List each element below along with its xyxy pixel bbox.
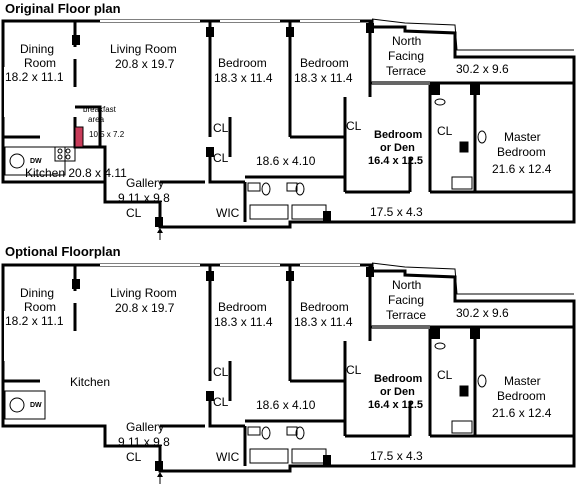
- dining-room-dims: 18.2 x 11.1: [5, 314, 64, 328]
- entrance-arrow-icon: [157, 228, 163, 240]
- closet-label-5: CL: [126, 450, 142, 464]
- original-floor-plan-title: Original Floor plan: [5, 1, 121, 16]
- dishwasher-label: DW: [30, 158, 42, 165]
- closet-label-1: CL: [213, 365, 229, 379]
- gallery-dims: 9.11 x 9.8: [118, 435, 170, 449]
- gallery-dims: 9.11 x 9.8: [118, 191, 170, 205]
- terrace-dims: 30.2 x 9.6: [456, 306, 509, 320]
- master-bedroom-label-1: Master: [504, 374, 541, 388]
- optional-floor-plan: DW Dining Room 18.2 x 11.1 Living Room 2…: [1, 262, 576, 484]
- terrace-label-2: Facing: [388, 293, 424, 307]
- bedroom-1-label: Bedroom: [218, 300, 267, 314]
- master-bedroom-dims: 21.6 x 12.4: [492, 406, 552, 420]
- bedroom-2-label: Bedroom: [300, 56, 349, 70]
- walls: [1, 263, 576, 473]
- bedroom-1-label: Bedroom: [218, 56, 267, 70]
- den-label-1: Bedroom: [374, 129, 423, 141]
- hallway-dims: 18.6 x 4.10: [256, 154, 316, 168]
- living-room-label: Living Room: [110, 42, 177, 56]
- gallery-label: Gallery: [126, 420, 164, 434]
- closet-label-2: CL: [213, 151, 229, 165]
- original-floor-plan: DW Dining Room 18.2 x 11.1 Living Room 2…: [1, 18, 576, 240]
- entrance-arrow-icon: [157, 472, 163, 484]
- terrace-railing: [371, 18, 574, 85]
- breakfast-area-label-1: breakfast: [83, 105, 117, 114]
- hallway-dims: 18.6 x 4.10: [256, 398, 316, 412]
- den-label-2: or Den: [380, 386, 415, 398]
- terrace-label-2: Facing: [388, 49, 424, 63]
- terrace-label-1: North: [392, 34, 421, 48]
- dining-room-label-2: Room: [24, 300, 56, 314]
- terrace-label-1: North: [392, 278, 421, 292]
- bathroom-fixtures: [247, 98, 487, 220]
- terrace-label-3: Terrace: [386, 64, 426, 78]
- closet-label-3: CL: [346, 119, 362, 133]
- closet-label-3: CL: [346, 363, 362, 377]
- kitchen-label: Kitchen 20.8 x 4.11: [25, 166, 127, 180]
- den-label-2: or Den: [380, 142, 415, 154]
- corridor-dims: 17.5 x 4.3: [370, 449, 423, 463]
- dining-room-label-2: Room: [24, 56, 56, 70]
- bathroom-fixtures: [247, 342, 487, 464]
- windows: [4, 20, 360, 117]
- breakfast-area-label-2: area: [88, 115, 105, 124]
- dining-room-dims: 18.2 x 11.1: [5, 70, 64, 84]
- master-bedroom-dims: 21.6 x 12.4: [492, 162, 552, 176]
- closet-label-4: CL: [437, 124, 453, 138]
- dining-room-label: Dining: [20, 286, 54, 300]
- master-bedroom-label-2: Bedroom: [497, 389, 546, 403]
- optional-floor-plan-title: Optional Floorplan: [5, 244, 121, 259]
- bedroom-1-dims: 18.3 x 11.4: [214, 315, 273, 329]
- walls: [1, 19, 576, 229]
- den-dims: 16.4 x 12.5: [368, 155, 423, 167]
- terrace-dims: 30.2 x 9.6: [456, 62, 509, 76]
- walk-in-closet-label: WIC: [216, 206, 240, 220]
- living-room-dims: 20.8 x 19.7: [115, 57, 175, 71]
- den-label-1: Bedroom: [374, 373, 423, 385]
- den-dims: 16.4 x 12.5: [368, 399, 423, 411]
- breakfast-area-dims: 10.5 x 7.2: [89, 130, 125, 139]
- living-room-label: Living Room: [110, 286, 177, 300]
- closet-label-1: CL: [213, 121, 229, 135]
- dining-room-label: Dining: [20, 42, 54, 56]
- kitchen-fixtures: DW: [4, 390, 46, 420]
- terrace-label-3: Terrace: [386, 308, 426, 322]
- wall-columns: [72, 23, 480, 227]
- kitchen-fixtures: DW: [4, 126, 84, 176]
- bedroom-2-dims: 18.3 x 11.4: [294, 315, 353, 329]
- walk-in-closet-label: WIC: [216, 450, 240, 464]
- master-bedroom-label-2: Bedroom: [497, 145, 546, 159]
- terrace-railing: [371, 262, 574, 329]
- closet-label-4: CL: [437, 368, 453, 382]
- closet-label-2: CL: [213, 395, 229, 409]
- windows: [4, 264, 360, 361]
- wall-columns: [72, 267, 480, 471]
- master-bedroom-label-1: Master: [504, 130, 541, 144]
- gallery-label: Gallery: [126, 176, 164, 190]
- kitchen-label: Kitchen: [70, 375, 110, 389]
- dishwasher-label: DW: [30, 402, 42, 409]
- corridor-dims: 17.5 x 4.3: [370, 205, 423, 219]
- living-room-dims: 20.8 x 19.7: [115, 301, 175, 315]
- bedroom-2-label: Bedroom: [300, 300, 349, 314]
- bedroom-1-dims: 18.3 x 11.4: [214, 71, 273, 85]
- closet-label-5: CL: [126, 206, 142, 220]
- bedroom-2-dims: 18.3 x 11.4: [294, 71, 353, 85]
